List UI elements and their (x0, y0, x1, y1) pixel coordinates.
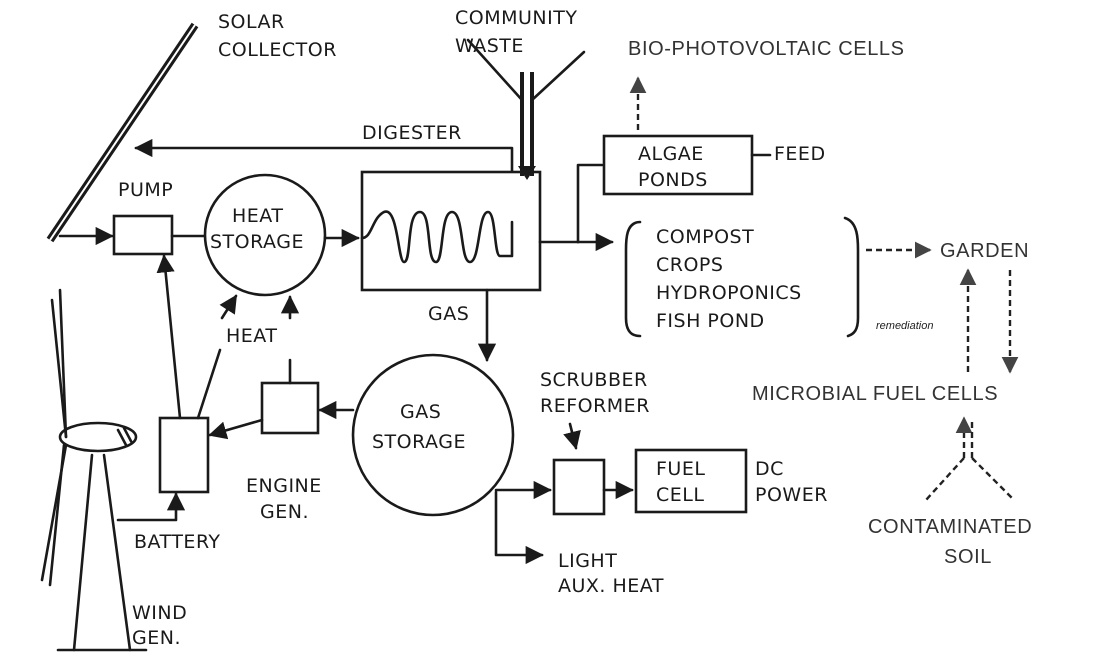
engine-gen-label-2: GEN. (260, 501, 309, 523)
dc-power-label-2: POWER (755, 484, 828, 506)
contaminated-label-2: SOIL (944, 546, 992, 568)
engine-gen-label-1: ENGINE (246, 475, 322, 497)
gas-label: GAS (428, 303, 469, 325)
gas-to-light-line (494, 490, 544, 565)
engine-to-battery-line (208, 418, 264, 440)
heat-label: HEAT (226, 325, 277, 347)
products-bracket-left (624, 220, 642, 338)
garden-label: GARDEN (940, 240, 1029, 262)
digester-label: DIGESTER (362, 122, 462, 144)
crops-label: CROPS (656, 254, 723, 276)
hydroponics-label: HYDROPONICS (656, 282, 802, 304)
light-label-2: AUX. HEAT (558, 575, 664, 597)
battery-label: BATTERY (134, 531, 221, 553)
contaminated-label-1: CONTAMINATED (868, 516, 1032, 538)
dc-power-label-1: DC (755, 458, 784, 480)
heat-storage-circle (203, 173, 327, 297)
battery-box (158, 416, 210, 494)
fuel-cell-label-1: FUEL (656, 458, 705, 480)
community-waste-funnel (466, 38, 586, 180)
compost-label: COMPOST (656, 226, 754, 248)
wind-gen-label-1: WIND (132, 602, 187, 624)
light-label-1: LIGHT (558, 550, 617, 572)
wind-gen-label-2: GEN. (132, 627, 181, 649)
solar-collector-label-2: COLLECTOR (218, 39, 337, 61)
to-algae-line (576, 163, 604, 244)
heat-arrow-left (219, 294, 238, 320)
algae-ponds-box (602, 134, 754, 196)
pump-label: PUMP (118, 179, 173, 201)
soil-to-mfc-arrows (925, 416, 1015, 501)
fuel-cell-box (634, 448, 748, 514)
fuel-cell-label-2: CELL (656, 484, 704, 506)
scrubber-input-arrow (563, 422, 581, 450)
digester-coil (360, 210, 514, 264)
gas-storage-label-2: STORAGE (372, 431, 466, 453)
battery-heat-line (196, 348, 222, 420)
gas-storage-circle (351, 353, 515, 517)
scrubber-label-1: SCRUBBER (540, 369, 648, 391)
solar-collector-label-1: SOLAR (218, 11, 285, 33)
engine-gen-box (260, 381, 320, 435)
remediation-label: remediation (876, 320, 933, 332)
gas-storage-label-1: GAS (400, 401, 441, 423)
wind-generator (40, 288, 148, 652)
heat-storage-label-2: STORAGE (210, 231, 304, 253)
algae-label-1: ALGAE (638, 143, 704, 165)
solar-collector-panel (46, 22, 199, 243)
battery-to-pump-line (156, 254, 182, 420)
products-bracket-right (843, 216, 860, 338)
community-waste-label-2: WASTE (455, 35, 524, 57)
community-waste-label-1: COMMUNITY (455, 7, 577, 29)
microbial-label: MICROBIAL FUEL CELLS (752, 383, 998, 405)
scrubber-label-2: REFORMER (540, 395, 650, 417)
feed-label: FEED (774, 143, 826, 165)
digester-box (360, 170, 542, 292)
pump-box (112, 214, 174, 256)
heat-storage-label-1: HEAT (232, 205, 283, 227)
wind-to-battery-line (116, 492, 186, 522)
fish-pond-label: FISH POND (656, 310, 765, 332)
scrubber-box (552, 458, 606, 516)
algae-label-2: PONDS (638, 169, 708, 191)
bio-pv-label: BIO-PHOTOVOLTAIC CELLS (628, 38, 905, 60)
